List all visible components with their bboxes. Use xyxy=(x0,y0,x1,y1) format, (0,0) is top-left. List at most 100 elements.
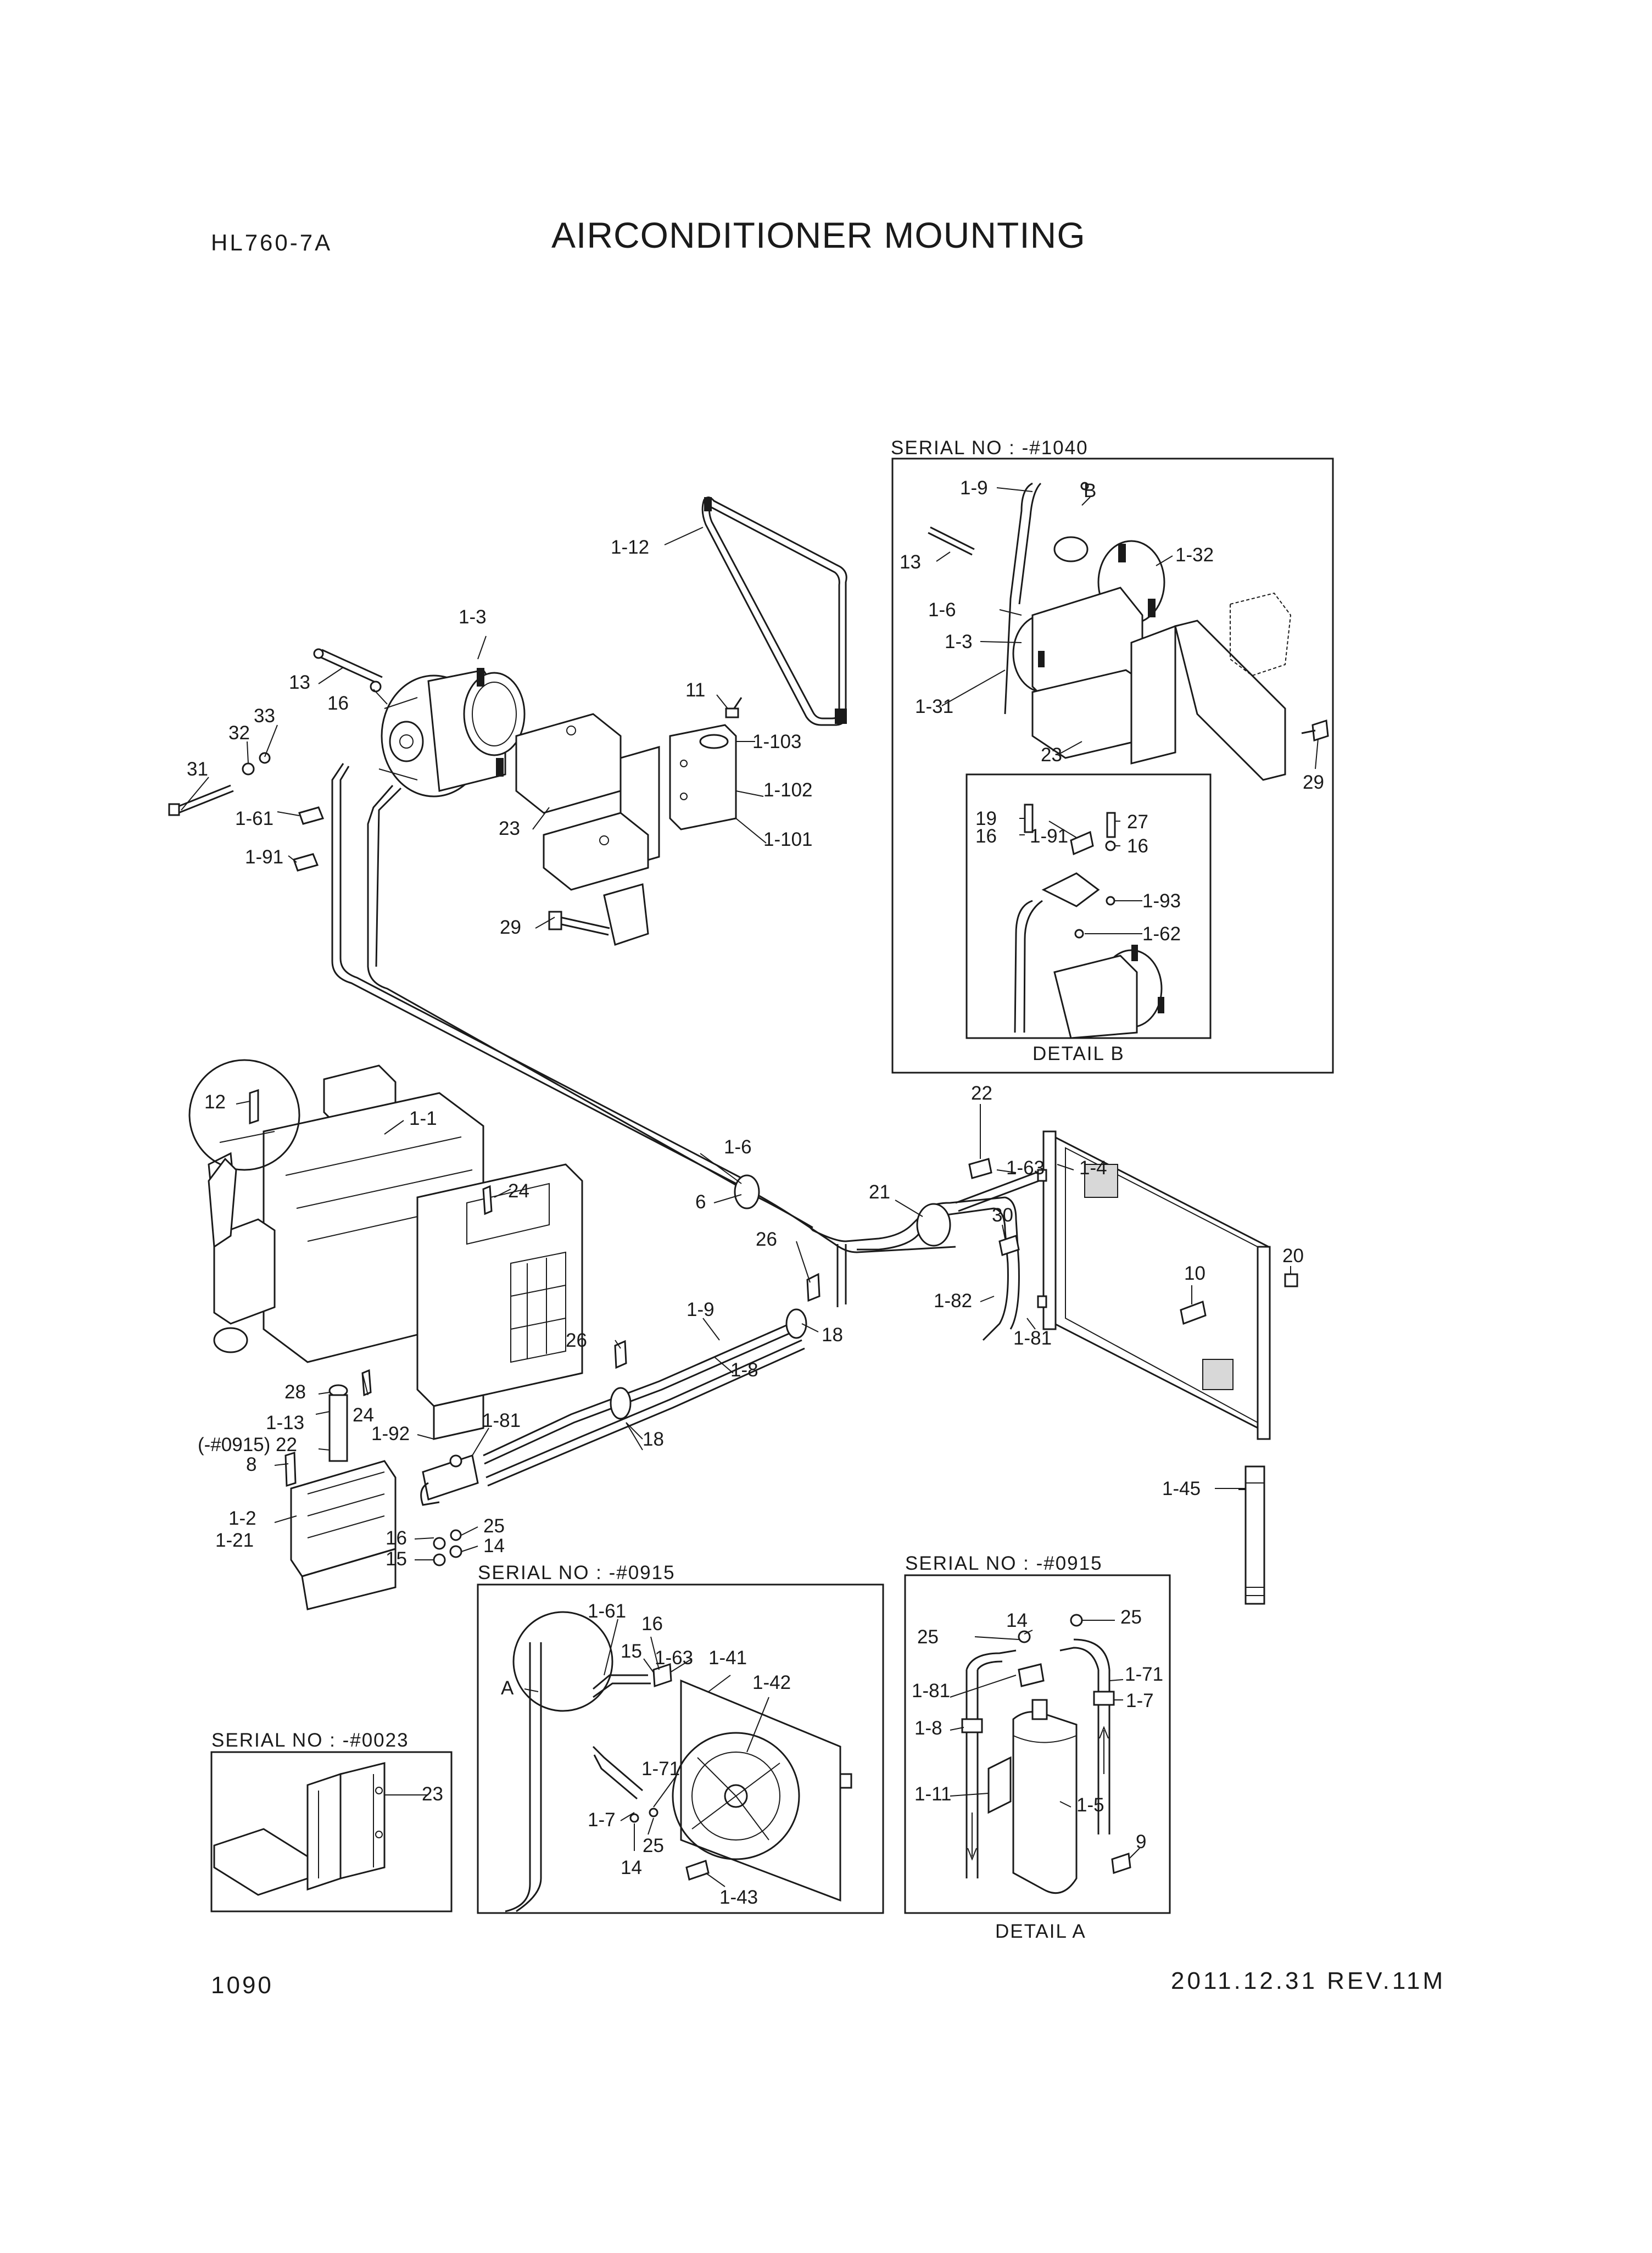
drain-tube-1-13 xyxy=(328,1394,348,1462)
callout: 13 xyxy=(289,672,310,693)
compressor-bracket xyxy=(515,713,660,946)
callout: 1-62 xyxy=(1142,923,1181,945)
callout: 29 xyxy=(1303,772,1324,793)
callout: 31 xyxy=(187,759,208,780)
callout: 1-63 xyxy=(1006,1157,1045,1179)
detail-b-panel: DETAIL B xyxy=(965,773,1212,1064)
callout: 11 xyxy=(685,679,705,701)
callout: 25 xyxy=(483,1515,505,1537)
callout: 1-45 xyxy=(1162,1478,1201,1499)
hvac-unit xyxy=(208,1064,583,1440)
callout: B xyxy=(1084,480,1096,501)
washer-16 xyxy=(370,681,382,693)
callout: 1-91 xyxy=(1030,826,1068,847)
callout: 8 xyxy=(246,1454,256,1475)
callout: 1-9 xyxy=(960,477,988,499)
callout: 15 xyxy=(386,1548,407,1570)
bolt-24b xyxy=(361,1369,372,1397)
callout: 16 xyxy=(327,693,349,714)
callout: 30 xyxy=(992,1204,1013,1226)
callout: 1-13 xyxy=(266,1412,304,1434)
callout: 19 xyxy=(975,808,997,829)
callout: 22 xyxy=(971,1083,992,1104)
washer-32 xyxy=(242,762,255,776)
callout: 14 xyxy=(621,1857,642,1878)
callout: 13 xyxy=(900,551,921,573)
callout: 15 xyxy=(621,1641,642,1662)
callout: 25 xyxy=(917,1626,939,1648)
control-panel xyxy=(284,1451,397,1610)
callout: 1-81 xyxy=(912,1680,950,1702)
serial-0023-title: SERIAL NO : -#0023 xyxy=(211,1730,409,1751)
callout: 9 xyxy=(1136,1831,1146,1853)
serial-1040-title: SERIAL NO : -#1040 xyxy=(891,437,1089,459)
bolt-31 xyxy=(168,784,234,816)
callout: 26 xyxy=(756,1229,777,1250)
callout: 1-6 xyxy=(928,599,956,621)
callout: 1-7 xyxy=(588,1809,616,1831)
serial-0915-a-panel: SERIAL NO : -#0915 xyxy=(477,1562,884,1914)
callout: 25 xyxy=(643,1835,664,1856)
bolt-26 xyxy=(806,1273,821,1302)
callout: 23 xyxy=(499,818,520,839)
callout: 1-1 xyxy=(409,1108,437,1129)
callout: 1-93 xyxy=(1142,890,1181,912)
serial-0915-a-title: SERIAL NO : -#0915 xyxy=(478,1562,676,1583)
callout: 1-12 xyxy=(611,537,649,558)
callout: 1-63 xyxy=(655,1647,693,1669)
callout: 1-4 xyxy=(1079,1157,1107,1179)
callout: 23 xyxy=(422,1783,443,1805)
bolt-10 xyxy=(1180,1300,1207,1325)
page-title: AIRCONDITIONER MOUNTING xyxy=(551,215,1086,255)
washer-33 xyxy=(259,752,271,764)
callout: 1-91 xyxy=(245,846,283,868)
callout: 16 xyxy=(386,1527,407,1549)
tensioner-block xyxy=(669,697,743,830)
bolt-22 xyxy=(968,1158,992,1179)
serial-1040-panel: SERIAL NO : -#1040 xyxy=(891,437,1334,1074)
serial-0023-callouts: 23 xyxy=(422,1783,443,1805)
clamp-6 xyxy=(734,1174,760,1209)
model-number: HL760-7A xyxy=(211,230,333,255)
bolt-24 xyxy=(482,1185,493,1215)
main-callouts: 1-12 1-3 13 16 33 32 31 1-61 1-91 11 1-1… xyxy=(187,537,1304,1570)
callout: 1-9 xyxy=(687,1299,715,1320)
serial-0915-a-callouts: 1-61 16 15 1-63 1-41 1-42 A 1-71 1-7 25 … xyxy=(501,1600,791,1908)
callout: 29 xyxy=(500,917,521,938)
callout: 1-103 xyxy=(752,731,802,752)
callout: 14 xyxy=(483,1535,505,1557)
callout: 16 xyxy=(975,826,997,847)
callout: 1-61 xyxy=(588,1600,626,1622)
callout: 23 xyxy=(1041,744,1062,766)
callout: 12 xyxy=(204,1091,226,1113)
leader-lines xyxy=(181,487,1319,1887)
callout: 26 xyxy=(566,1330,587,1351)
callout: 16 xyxy=(641,1613,663,1635)
callout: 28 xyxy=(284,1381,306,1403)
bolt-29 xyxy=(548,911,610,936)
serial-0915-b-callouts: 14 25 25 1-81 1-71 1-8 1-7 1-11 1-5 9 xyxy=(912,1607,1163,1853)
revision-date: 2011.12.31 REV.11M xyxy=(1171,1967,1446,1994)
callout: 16 xyxy=(1127,835,1148,857)
callout: 24 xyxy=(508,1180,529,1202)
bolt-26b xyxy=(614,1340,627,1369)
clamp-18 xyxy=(785,1308,807,1339)
v-belt xyxy=(701,497,847,726)
callout: 1-7 xyxy=(1126,1690,1154,1711)
expansion-valve xyxy=(420,1454,479,1566)
callout: 1-5 xyxy=(1076,1794,1104,1816)
callout: 1-102 xyxy=(763,779,813,801)
callout: A xyxy=(501,1677,514,1699)
detail-circle-12 xyxy=(188,1059,300,1171)
callout: 1-43 xyxy=(719,1887,758,1908)
callout: 6 xyxy=(695,1191,706,1213)
callout: 1-6 xyxy=(724,1136,752,1158)
bolt-13 xyxy=(313,648,383,685)
callout: 1-32 xyxy=(1175,544,1214,566)
clamp-21 xyxy=(916,1203,951,1247)
callout: 14 xyxy=(1006,1610,1028,1631)
callout: 1-31 xyxy=(915,696,953,717)
callout: 1-41 xyxy=(708,1647,747,1669)
rotation-arrow xyxy=(208,1157,237,1248)
callout: 25 xyxy=(1120,1607,1142,1628)
